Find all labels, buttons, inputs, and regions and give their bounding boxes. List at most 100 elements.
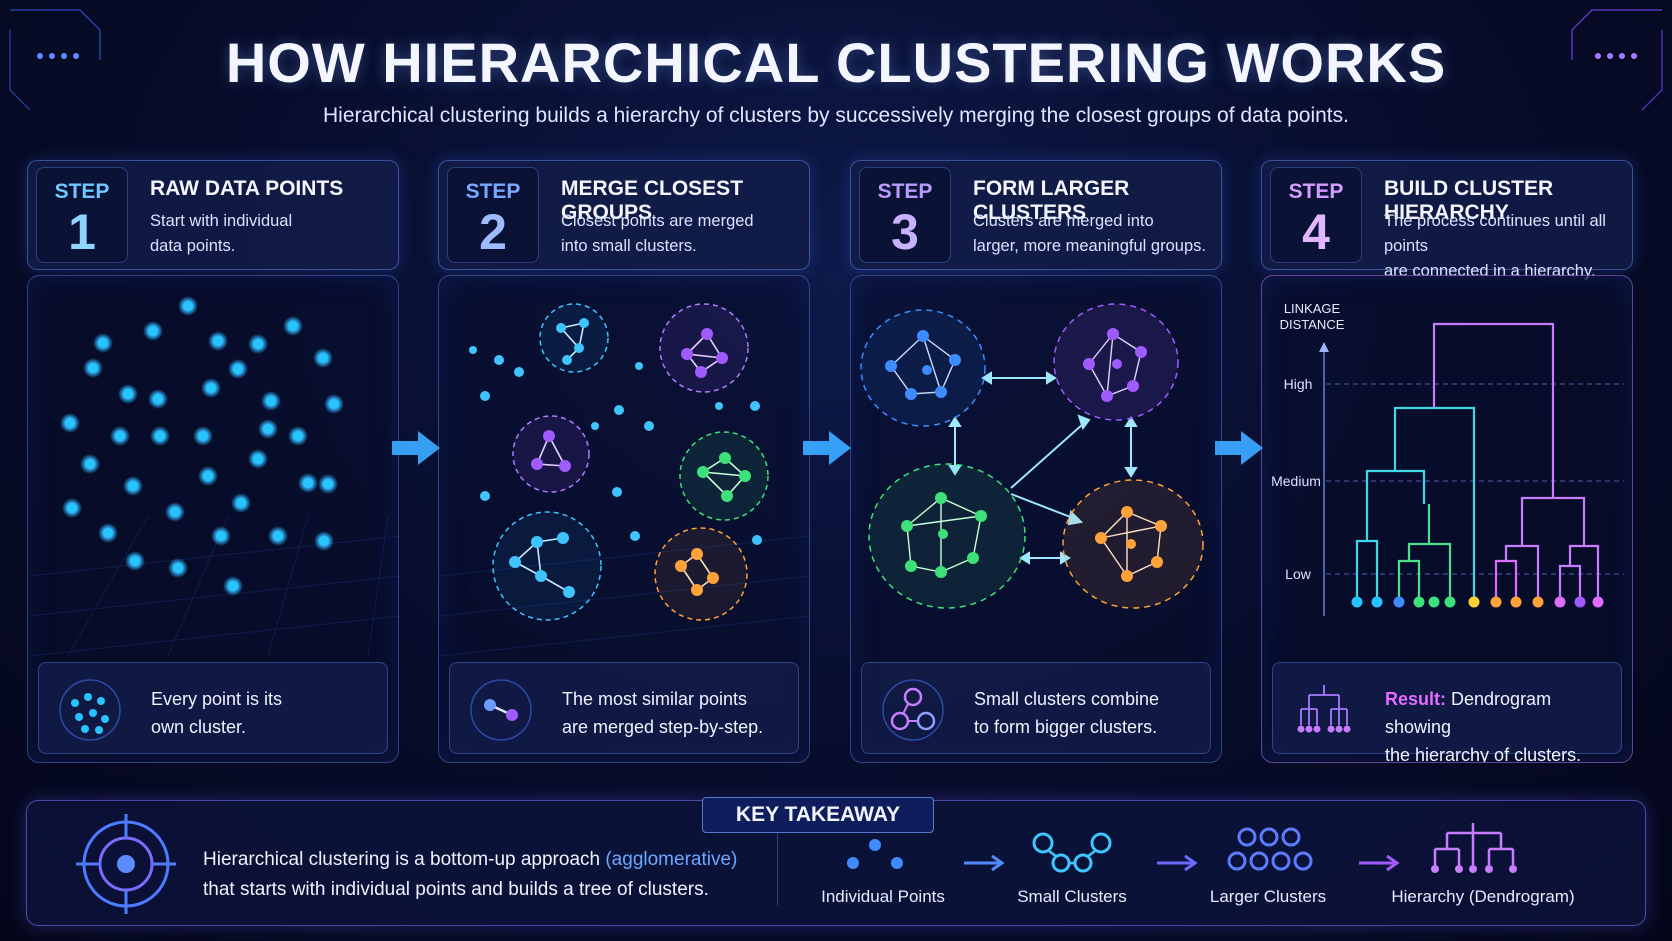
step-title: BUILD CLUSTER HIERARCHY	[1384, 177, 1554, 224]
step-2-header: STEP 2 MERGE CLOSEST GROUPS Closest poin…	[438, 160, 810, 270]
step-description: Clusters are merged into larger, more me…	[973, 209, 1223, 259]
data-point	[253, 339, 263, 349]
data-point	[85, 459, 95, 469]
step-desc-line: The process continues until all points	[1384, 212, 1606, 255]
data-point	[319, 536, 329, 546]
data-point	[67, 503, 77, 513]
step-desc-line: larger, more meaningful groups.	[973, 237, 1206, 255]
cluster-network-icon	[882, 679, 944, 741]
caption-line: the hierarchy of clusters.	[1385, 745, 1582, 763]
data-point	[228, 581, 238, 591]
merge-pair-icon	[470, 679, 532, 741]
data-point	[253, 454, 263, 464]
cluster-boundary	[659, 303, 749, 393]
data-point	[233, 364, 243, 374]
level-label: Low	[1285, 566, 1312, 582]
caption-line: to form bigger clusters.	[974, 717, 1158, 737]
step-4-caption: Result: Dendrogram showing the hierarchy…	[1272, 662, 1622, 762]
individual-points-icon	[847, 839, 903, 869]
caption-line: The most similar points	[562, 689, 748, 709]
page-subtitle: Hierarchical clustering builds a hierarc…	[323, 104, 1349, 127]
dendrogram-icon	[1297, 685, 1351, 733]
corner-circuit-right	[1571, 9, 1663, 111]
target-icon	[76, 814, 176, 914]
data-point	[115, 431, 125, 441]
caption-line: Result: Dendrogram showing	[1385, 685, 1620, 741]
step-3-panel: Small clusters combine to form bigger cl…	[850, 275, 1222, 763]
result-label: Result:	[1385, 689, 1447, 709]
data-point	[303, 478, 313, 488]
step-1-panel: Every point is its own cluster.	[27, 275, 399, 763]
data-point	[88, 363, 98, 373]
data-point	[155, 431, 165, 441]
step-word: STEP	[54, 180, 110, 203]
cluster-boundary	[492, 511, 602, 621]
step-1-badge: STEP 1	[36, 167, 128, 263]
data-point	[213, 336, 223, 346]
data-point	[128, 481, 138, 491]
step-arrow-icon	[803, 431, 851, 465]
data-point	[123, 389, 133, 399]
step-title: RAW DATA POINTS	[150, 177, 344, 200]
step-title: MERGE CLOSEST GROUPS	[561, 177, 744, 224]
data-point	[288, 321, 298, 331]
caption-text: Result: Dendrogram showing the hierarchy…	[1385, 685, 1620, 763]
step-number: 2	[479, 204, 507, 260]
step-4-panel: LINKAGE DISTANCE High Medium Low	[1261, 275, 1633, 763]
cluster-boundary	[679, 431, 769, 521]
data-point	[293, 431, 303, 441]
step-1-header: STEP 1 RAW DATA POINTS Start with indivi…	[27, 160, 399, 270]
step-number: 1	[68, 204, 96, 260]
step-number: 3	[891, 204, 919, 260]
axis-label: DISTANCE	[1280, 317, 1345, 332]
step-desc-line: Closest points are merged	[561, 212, 754, 230]
data-point	[130, 556, 140, 566]
key-takeaway-tab: KEY TAKEAWAY	[702, 797, 934, 833]
data-point	[183, 301, 193, 311]
data-point	[318, 353, 328, 363]
step-word: STEP	[1288, 180, 1344, 203]
step-4-badge: STEP 4	[1270, 167, 1362, 263]
data-point	[148, 326, 158, 336]
larger-clusters-icon	[1227, 827, 1313, 871]
flow-arrow-icon	[964, 854, 1005, 872]
hierarchy-dendrogram-icon	[1431, 823, 1517, 873]
caption-line: are merged step-by-step.	[562, 717, 764, 737]
data-point	[170, 507, 180, 517]
data-point	[236, 498, 246, 508]
cluster-boundary	[654, 527, 748, 621]
step-desc-line: data points.	[150, 237, 236, 255]
step-title: FORM LARGER CLUSTERS	[973, 177, 1130, 224]
divider	[777, 825, 778, 905]
step-arrow-icon	[1215, 431, 1263, 465]
level-label: High	[1284, 376, 1313, 392]
raw-points-scatter	[28, 296, 398, 656]
data-point	[263, 424, 273, 434]
step-3-header: STEP 3 FORM LARGER CLUSTERS Clusters are…	[850, 160, 1222, 270]
flow-label: Hierarchy (Dendrogram)	[1391, 887, 1575, 906]
step-description: Start with individual data points.	[150, 209, 400, 259]
data-point	[266, 396, 276, 406]
step-4-header: STEP 4 BUILD CLUSTER HIERARCHY The proce…	[1261, 160, 1633, 280]
data-point	[329, 399, 339, 409]
data-point	[216, 531, 226, 541]
small-clusters-icon	[1032, 832, 1112, 873]
step-description: Closest points are merged into small clu…	[561, 209, 811, 259]
step-1-caption: Every point is its own cluster.	[38, 662, 388, 754]
data-point	[206, 383, 216, 393]
data-point	[203, 471, 213, 481]
takeaway-text: Hierarchical clustering is a bottom-up a…	[203, 845, 763, 905]
data-point	[98, 338, 108, 348]
step-desc-line: Clusters are merged into	[973, 212, 1154, 230]
small-clusters-diagram	[439, 303, 809, 656]
caption-line: Small clusters combine	[974, 689, 1160, 709]
caption-text: Small clusters combine to form bigger cl…	[974, 685, 1209, 741]
data-point	[198, 431, 208, 441]
step-2-panel: The most similar points are merged step-…	[438, 275, 810, 763]
step-desc-line: Start with individual	[150, 212, 293, 230]
caption-line: own cluster.	[151, 717, 247, 737]
flow-label: Individual Points	[821, 887, 945, 906]
data-point-group	[60, 296, 344, 596]
flow-label: Larger Clusters	[1209, 887, 1327, 906]
step-desc-line: into small clusters.	[561, 237, 697, 255]
